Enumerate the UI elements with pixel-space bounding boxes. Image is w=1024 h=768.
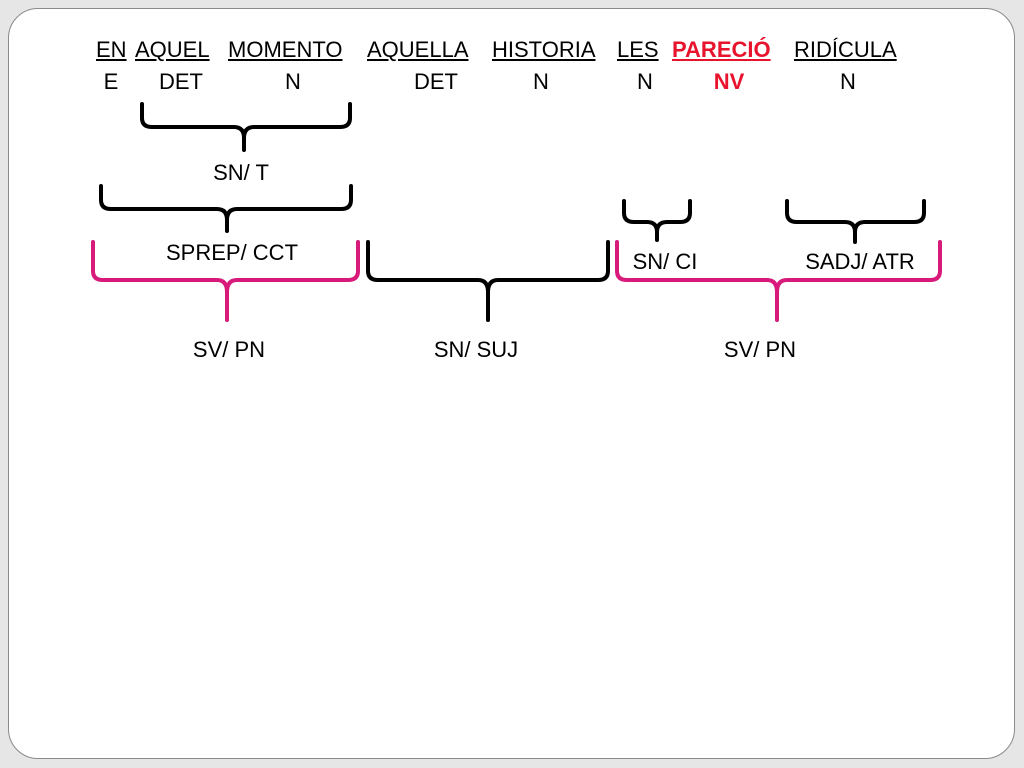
bracket-sn-t (140, 102, 352, 152)
word-les: LES (617, 37, 659, 62)
label-sv-pn-right: SV/ PN (723, 337, 797, 362)
label-sadj-atr: SADJ/ ATR (805, 249, 915, 274)
category-ridicula: N (840, 69, 856, 94)
word-aquella: AQUELLA (367, 37, 469, 62)
word-historia: HISTORIA (492, 37, 596, 62)
word-momento: MOMENTO (228, 37, 343, 62)
slide-frame (8, 8, 1015, 759)
bracket-sadj-atr (785, 199, 926, 244)
bracket-sn-ci (622, 199, 692, 242)
word-parecio: PARECIÓ (672, 37, 771, 62)
category-historia: N (533, 69, 549, 94)
label-sprep-cct: SPREP/ CCT (165, 240, 299, 265)
word-aquel: AQUEL (135, 37, 210, 62)
word-en: EN (96, 37, 127, 62)
bracket-sprep-cct (99, 184, 353, 233)
category-momento: N (285, 69, 301, 94)
bracket-sv-pn-right (615, 240, 942, 322)
bracket-sv-pn-left (91, 240, 360, 322)
category-les: N (637, 69, 653, 94)
label-sv-pn-left: SV/ PN (192, 337, 266, 362)
category-en: E (103, 69, 119, 94)
category-parecio: NV (713, 69, 745, 94)
word-ridicula: RIDÍCULA (794, 37, 897, 62)
label-sn-ci: SN/ CI (632, 249, 698, 274)
label-sn-t: SN/ T (213, 160, 269, 185)
label-sn-suj: SN/ SUJ (433, 337, 519, 362)
bracket-sn-suj (366, 240, 610, 322)
category-aquel: DET (159, 69, 203, 94)
category-aquella: DET (414, 69, 458, 94)
